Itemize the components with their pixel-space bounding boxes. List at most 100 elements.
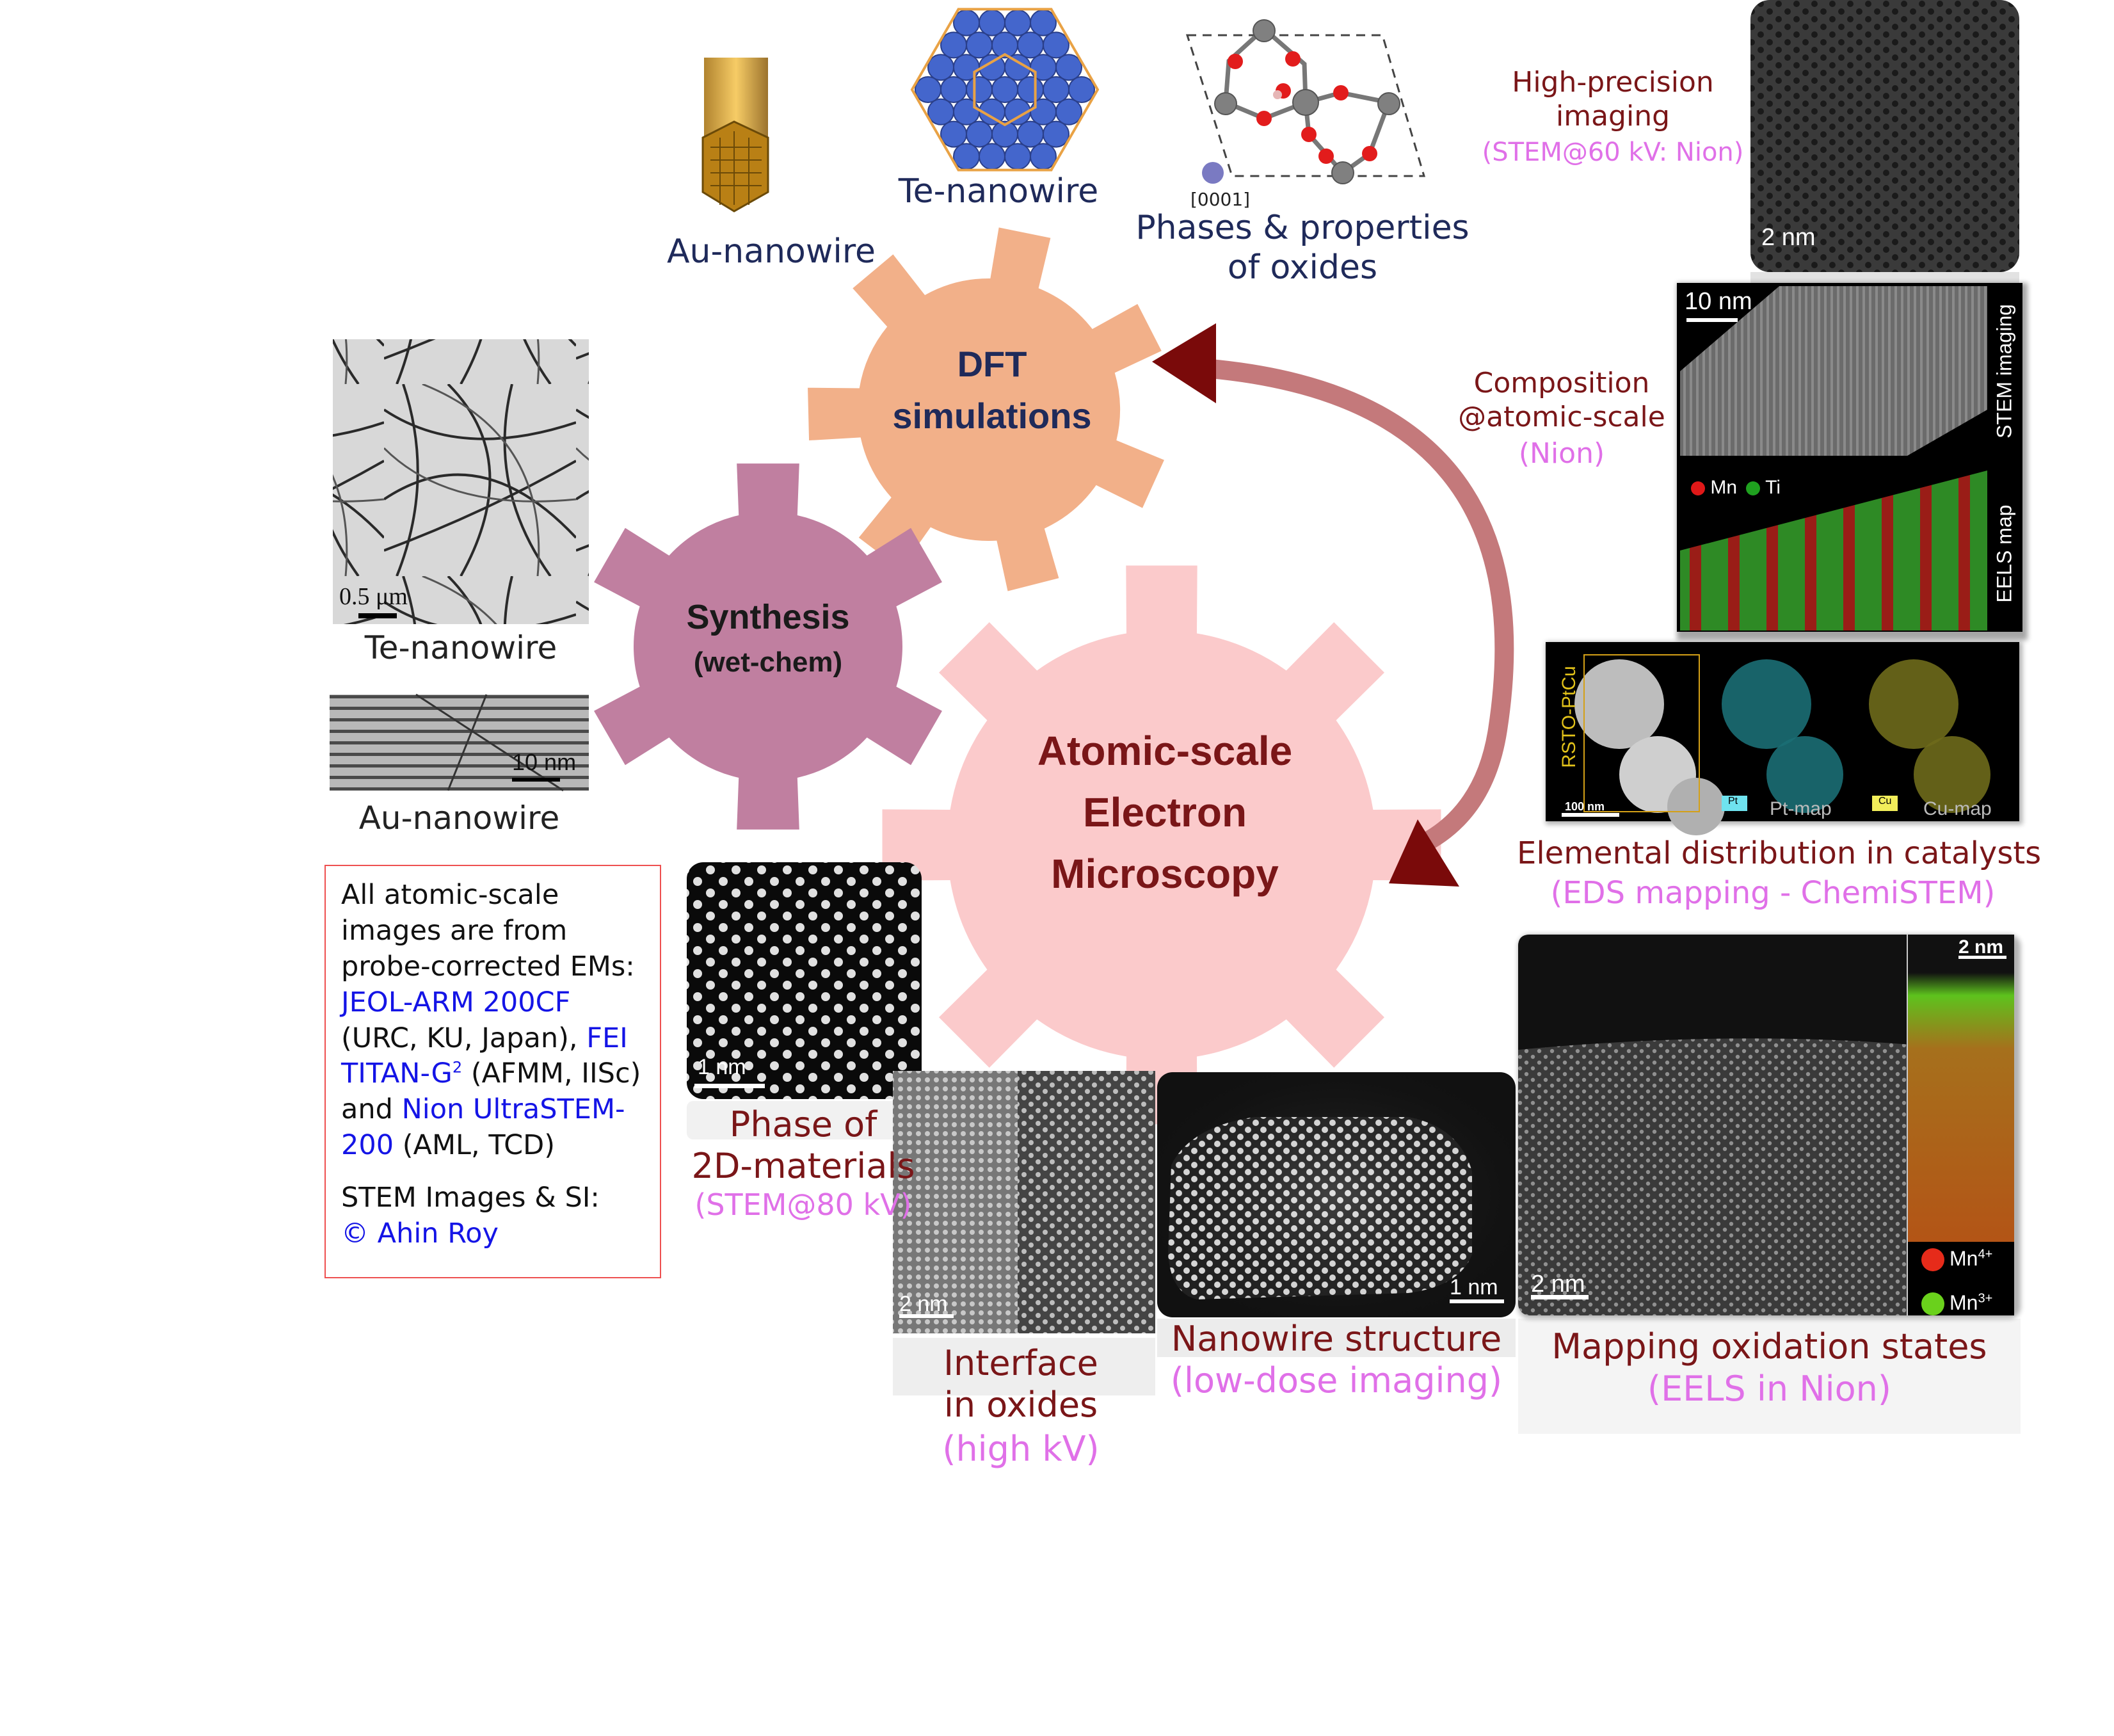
oxidation-subtitle: (EELS in Nion) — [1647, 1369, 1891, 1409]
oxide-structure-model — [1185, 19, 1426, 184]
cu-map-label: Cu-map — [1923, 798, 1992, 819]
synthesis-gear — [594, 463, 942, 830]
au-nanowire-tem-label: Au-nanowire — [358, 800, 560, 837]
phase-2d-title: Phase of 2D-materials — [691, 1104, 915, 1186]
eds-sample-text: RSTO-PtCu — [1558, 666, 1580, 768]
te-atom — [1068, 76, 1095, 103]
te-atom — [1030, 9, 1057, 36]
high-precision-title: High-precision imaging — [1512, 66, 1714, 133]
te-atom — [940, 120, 967, 148]
te-atom — [1017, 120, 1044, 148]
gear-dft-shape — [808, 227, 1164, 591]
info-afmm: (AFMM, IISc) — [470, 1057, 641, 1090]
te-atom — [966, 120, 993, 148]
interface-subtitle: (high kV) — [942, 1429, 1100, 1469]
high-precision-subtitle: (STEM@60 kV: Nion) — [1482, 138, 1744, 167]
te-scale-label: 0.5 μm — [339, 583, 408, 610]
source-info-box: All atomic-scale images are from probe-c… — [324, 865, 661, 1278]
au-nanowire-label: Au-nanowire — [666, 232, 876, 271]
te-atom — [953, 9, 980, 36]
info-nion: Nion UltraSTEM- — [401, 1093, 625, 1126]
au-nanowire-model — [701, 58, 769, 213]
te-atom — [1030, 143, 1057, 170]
synthesis-subtitle: (wet-chem) — [693, 647, 843, 679]
info-line2: images are from — [341, 914, 568, 947]
phase-scale-label: 1 nm — [698, 1055, 746, 1079]
mn4-sup: 4+ — [1978, 1247, 1993, 1262]
te-nanowire-tem-label: Te-nanowire — [364, 629, 557, 666]
te-atom — [940, 76, 967, 103]
composition-title: Composition @atomic-scale — [1458, 367, 1665, 433]
info-urc: (URC, KU, Japan), — [341, 1022, 578, 1054]
dftText-line-1: simulations — [892, 396, 1092, 437]
synthesis-gear-label: Synthesis (wet-chem) — [608, 592, 928, 683]
info-titan: TITAN-G — [341, 1057, 452, 1090]
mn4-legend: Mn4+ — [1950, 1247, 1992, 1271]
dft-gear — [808, 227, 1164, 591]
te-nanowire-model — [910, 8, 1100, 172]
emText-line-0: Atomic-scale — [1037, 728, 1293, 774]
pt-map-label: Pt-map — [1770, 798, 1832, 819]
mn-ti-legend: Mn Ti — [1691, 477, 1781, 499]
nanowire-structure-subtitle: (low-dose imaging) — [1170, 1360, 1503, 1401]
te-atom — [979, 143, 1005, 170]
eds-sample-label: RSTO-PtCu — [1550, 653, 1589, 781]
ox-eels-scale-label: 2 nm — [1958, 936, 2004, 958]
ti-dot-icon — [1746, 481, 1761, 496]
info-and: and — [341, 1093, 393, 1126]
eels-map-side-label: EELS map — [1973, 470, 2037, 631]
ti-legend-label: Ti — [1765, 477, 1781, 498]
mn4-label: Mn — [1950, 1247, 1978, 1270]
composition-subtitle: (Nion) — [1518, 437, 1605, 470]
te-atom — [1043, 31, 1069, 59]
high-precision-stem-image — [1750, 0, 2019, 272]
phase-2d-stem-image — [687, 862, 922, 1099]
te-atom — [953, 143, 980, 170]
hp-scale-label: 2 nm — [1761, 224, 1816, 251]
te-atom — [1017, 76, 1044, 103]
interface-scale-label: 2 nm — [899, 1292, 948, 1316]
stem-imaging-side-label: STEM imaging — [1973, 288, 2037, 448]
info-line3: probe-corrected EMs: — [341, 950, 635, 983]
cycle-arrow — [1152, 323, 1514, 887]
emText-line-1: Electron — [1082, 789, 1247, 835]
te-atom — [940, 31, 967, 59]
te-atom — [927, 98, 954, 125]
mn3-label: Mn — [1950, 1291, 1978, 1314]
info-line1: All atomic-scale — [341, 879, 559, 911]
te-atom — [927, 54, 954, 81]
te-atom — [1055, 98, 1082, 125]
electron-microscopy-gear — [882, 565, 1441, 1125]
au-nanowire-tem-image — [330, 695, 589, 791]
te-atom — [1004, 9, 1031, 36]
mn3-legend: Mn3+ — [1950, 1291, 1992, 1315]
te-atom — [966, 31, 993, 59]
te-atom — [1017, 31, 1044, 59]
gear-em-shape — [882, 565, 1441, 1125]
info-stem: STEM Images & SI: — [341, 1182, 600, 1214]
nw-scale-label: 1 nm — [1450, 1275, 1498, 1299]
te-atom — [966, 76, 993, 103]
dft-label-text: DFT simulations — [858, 338, 1126, 442]
te-atom — [1055, 54, 1082, 81]
eds-subtitle: (EDS mapping - ChemiSTEM) — [1550, 875, 1996, 911]
info-nion2: 200 — [341, 1129, 394, 1162]
te-nanowire-tem-image — [333, 339, 589, 624]
oxidation-title: Mapping oxidation states — [1551, 1326, 1987, 1367]
mn3-sup: 3+ — [1978, 1291, 1993, 1306]
mn-dot-icon — [1691, 481, 1705, 496]
interface-oxide-image-right — [1018, 1071, 1155, 1333]
gear-syn-shape — [594, 463, 942, 830]
te-atom — [1004, 143, 1031, 170]
info-copyright: © Ahin Roy — [341, 1218, 499, 1250]
dftText-line-0: DFT — [957, 344, 1027, 384]
info-aml: (AML, TCD) — [402, 1129, 555, 1162]
au-scale-label: 10 nm — [512, 749, 577, 775]
interface-title: Interface in oxides — [943, 1343, 1098, 1425]
te-nanowire-label: Te-nanowire — [898, 172, 1099, 211]
pt-tag: Pt — [1728, 796, 1738, 807]
eels-map-text: EELS map — [1992, 504, 2016, 603]
synthesis-title: Synthesis — [686, 598, 850, 636]
mn-legend-label: Mn — [1710, 477, 1738, 498]
